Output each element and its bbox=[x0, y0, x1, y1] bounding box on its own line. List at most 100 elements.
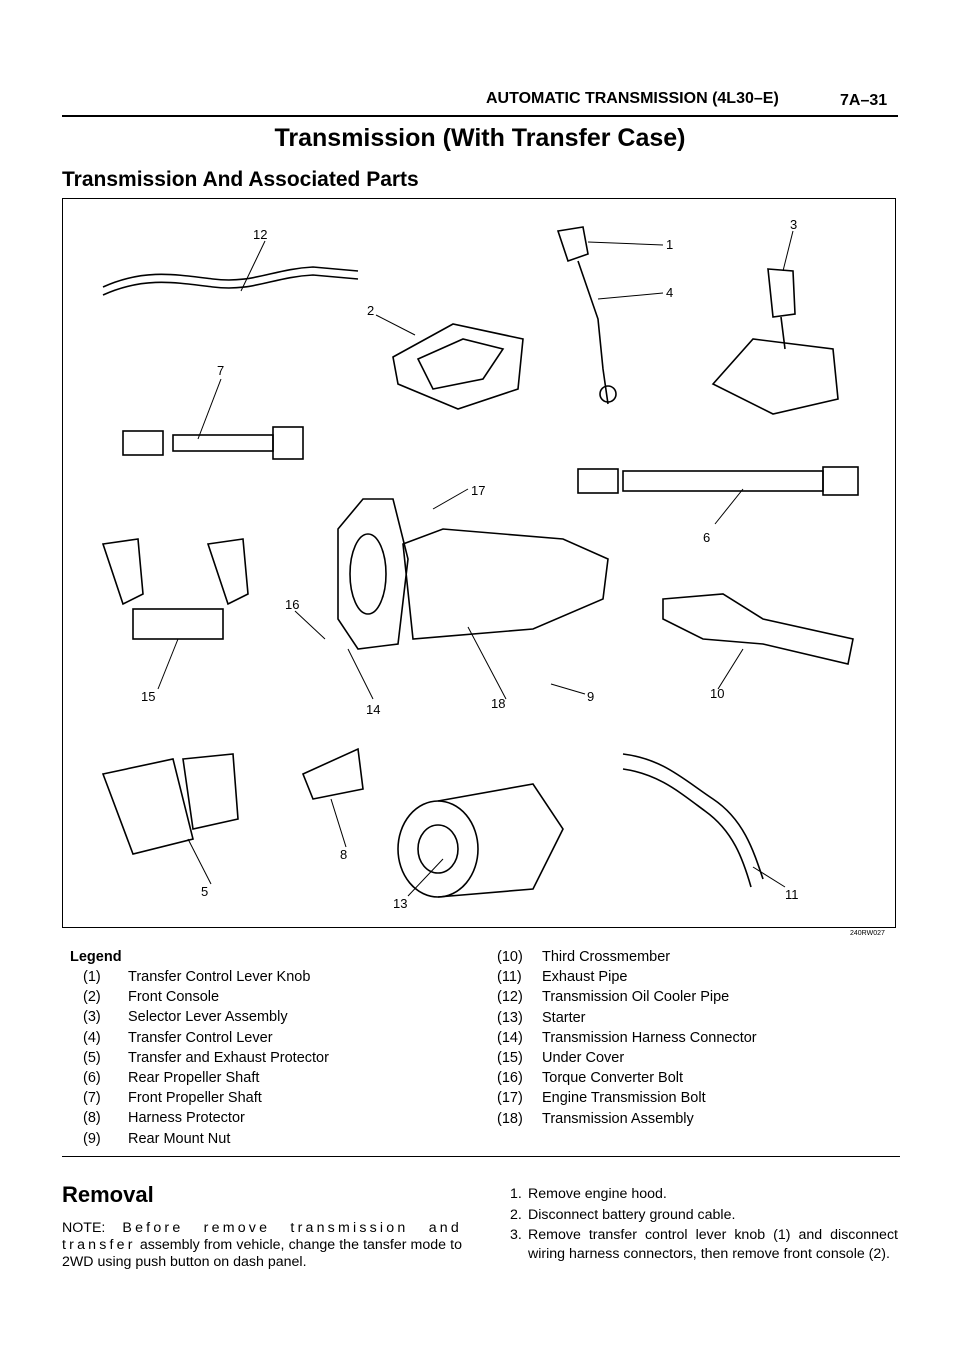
legend-num: (6) bbox=[83, 1070, 101, 1087]
legend-column-left: (1) Transfer Control Lever Knob (2) Front … bbox=[83, 967, 329, 1149]
legend-item: (3) Selector Lever Assembly bbox=[83, 1007, 329, 1027]
legend-item: (8) Harness Protector bbox=[83, 1108, 329, 1128]
legend-item: (12) Transmission Oil Cooler Pipe bbox=[497, 987, 757, 1007]
callout-16: 16 bbox=[285, 597, 299, 612]
legend-item: (11) Exhaust Pipe bbox=[497, 967, 757, 987]
legend-item: (15) Under Cover bbox=[497, 1048, 757, 1068]
legend-num: (1) bbox=[83, 969, 101, 985]
legend-num: (17) bbox=[497, 1090, 523, 1107]
legend-item: (18) Transmission Assembly bbox=[497, 1109, 757, 1129]
callout-12: 12 bbox=[253, 227, 267, 242]
front-propeller-shaft-drawing bbox=[122, 426, 304, 460]
header-rule bbox=[62, 115, 898, 117]
callout-7: 7 bbox=[217, 363, 224, 378]
legend-item: (17)Engine Transmission Bolt bbox=[497, 1088, 757, 1108]
callout-3: 3 bbox=[790, 217, 797, 232]
harness-protector-drawing bbox=[301, 747, 364, 800]
callout-8: 8 bbox=[340, 847, 347, 862]
callout-4: 4 bbox=[666, 285, 673, 300]
figure-code: 240RW027 bbox=[850, 930, 885, 937]
callout-11: 11 bbox=[785, 887, 799, 902]
legend-item: (7) Front Propeller Shaft bbox=[83, 1088, 329, 1108]
removal-note: NOTE: Before remove transmission and tra… bbox=[62, 1220, 462, 1271]
step-number: 1. bbox=[510, 1186, 522, 1202]
legend-num: (10) bbox=[497, 949, 523, 965]
callout-18: 18 bbox=[491, 696, 505, 711]
page-title: Transmission (With Transfer Case) bbox=[274, 124, 686, 152]
callout-5: 5 bbox=[201, 884, 208, 899]
legend-num: (2) bbox=[83, 989, 101, 1006]
removal-step: 1. Remove engine hood. bbox=[510, 1185, 898, 1204]
legend-column-right: (10) Third Crossmember (11) Exhaust Pipe (… bbox=[497, 947, 757, 1129]
callout-6: 6 bbox=[703, 530, 710, 545]
legend-label: Third Crossmember bbox=[542, 949, 671, 965]
transmission-assembly-drawing bbox=[337, 498, 609, 650]
front-console-drawing bbox=[392, 323, 524, 410]
legend-label: Transmission Harness Connector bbox=[542, 1029, 757, 1046]
legend-num: (18) bbox=[497, 1110, 523, 1127]
legend-label: Front Console bbox=[128, 989, 220, 1006]
legend-item: (6) Rear Propeller Shaft bbox=[83, 1068, 329, 1088]
exhaust-pipe-drawing bbox=[622, 753, 764, 888]
legend-label: Transmission Oil Cooler Pipe bbox=[542, 989, 730, 1006]
legend-num: (16) bbox=[497, 1070, 523, 1087]
legend-label: Front Propeller Shaft bbox=[128, 1090, 262, 1107]
selector-lever-assembly-drawing bbox=[711, 268, 839, 415]
exploded-parts-diagram: 12 2 1 4 3 7 6 17 16 15 14 18 9 10 5 8 1… bbox=[62, 198, 896, 928]
legend-num: (13) bbox=[497, 1009, 523, 1026]
step-number: 2. bbox=[510, 1206, 522, 1223]
legend-num: (11) bbox=[497, 969, 522, 986]
page-number: 7A–31 bbox=[840, 92, 888, 109]
transfer-exhaust-protector-drawing bbox=[101, 753, 239, 855]
legend-item: (2) Front Console bbox=[83, 987, 329, 1007]
note-label: NOTE: bbox=[62, 1220, 106, 1236]
under-cover-drawing bbox=[101, 538, 249, 640]
legend-heading: Legend bbox=[70, 949, 122, 965]
section-title: AUTOMATIC TRANSMISSION (4L30–E) bbox=[486, 90, 779, 107]
legend-num: (15) bbox=[497, 1050, 523, 1067]
legend-num: (7) bbox=[83, 1090, 101, 1107]
legend-item: (5) Transfer and Exhaust Protector bbox=[83, 1048, 329, 1068]
callout-2: 2 bbox=[367, 303, 374, 318]
callout-14: 14 bbox=[366, 702, 380, 717]
legend-item: (10) Third Crossmember bbox=[497, 947, 757, 967]
removal-heading: Removal bbox=[62, 1182, 154, 1207]
legend-num: (12) bbox=[497, 989, 523, 1006]
legend-num: (3) bbox=[83, 1009, 101, 1026]
legend-item: (4)Transfer Control Lever bbox=[83, 1028, 329, 1048]
legend-num: (9) bbox=[83, 1130, 101, 1147]
legend-label: Transfer and Exhaust Protector bbox=[128, 1049, 329, 1066]
step-number: 3. bbox=[510, 1227, 522, 1243]
legend-num: (8) bbox=[83, 1110, 101, 1127]
legend-label: Rear Mount Nut bbox=[128, 1130, 231, 1147]
callout-1: 1 bbox=[666, 237, 673, 252]
step-text: Remove transfer control lever knob (1) a… bbox=[528, 1227, 898, 1262]
parts-illustration: 12 2 1 4 3 7 6 17 16 15 14 18 9 10 5 8 1… bbox=[101, 217, 859, 911]
callout-13: 13 bbox=[393, 896, 407, 911]
legend-label: Rear Propeller Shaft bbox=[128, 1070, 260, 1087]
step-text: Remove engine hood. bbox=[528, 1186, 667, 1202]
removal-steps: 1. Remove engine hood. 2. Disconnect batte… bbox=[510, 1185, 898, 1265]
section-subtitle: Transmission And Associated Parts bbox=[62, 168, 419, 191]
legend-item: (1) Transfer Control Lever Knob bbox=[83, 967, 329, 987]
legend-label: Harness Protector bbox=[128, 1110, 245, 1127]
legend-label: Torque Converter Bolt bbox=[542, 1070, 684, 1087]
callout-9: 9 bbox=[587, 689, 594, 704]
oil-cooler-pipe-drawing bbox=[102, 266, 359, 296]
callout-10: 10 bbox=[710, 686, 724, 701]
legend-label: Transfer Control Lever Knob bbox=[128, 969, 311, 985]
legend-label: Under Cover bbox=[542, 1050, 625, 1067]
legend-label: Selector Lever Assembly bbox=[128, 1009, 288, 1026]
legend-item: (13)Starter bbox=[497, 1008, 757, 1028]
legend-label: Exhaust Pipe bbox=[542, 969, 628, 986]
legend-item: (16) Torque Converter Bolt bbox=[497, 1068, 757, 1088]
note-lead: Before remove transmission and transfer bbox=[62, 1220, 462, 1253]
removal-step: 3. Remove transfer control lever knob (1)… bbox=[510, 1226, 898, 1263]
section-divider bbox=[62, 1156, 900, 1157]
step-text: Disconnect battery ground cable. bbox=[528, 1206, 736, 1223]
legend-item: (14)Transmission Harness Connector bbox=[497, 1028, 757, 1048]
legend-num: (5) bbox=[83, 1049, 101, 1066]
legend-item: (9) Rear Mount Nut bbox=[83, 1129, 329, 1149]
third-crossmember-drawing bbox=[662, 593, 854, 665]
legend-label: Transmission Assembly bbox=[542, 1110, 694, 1127]
